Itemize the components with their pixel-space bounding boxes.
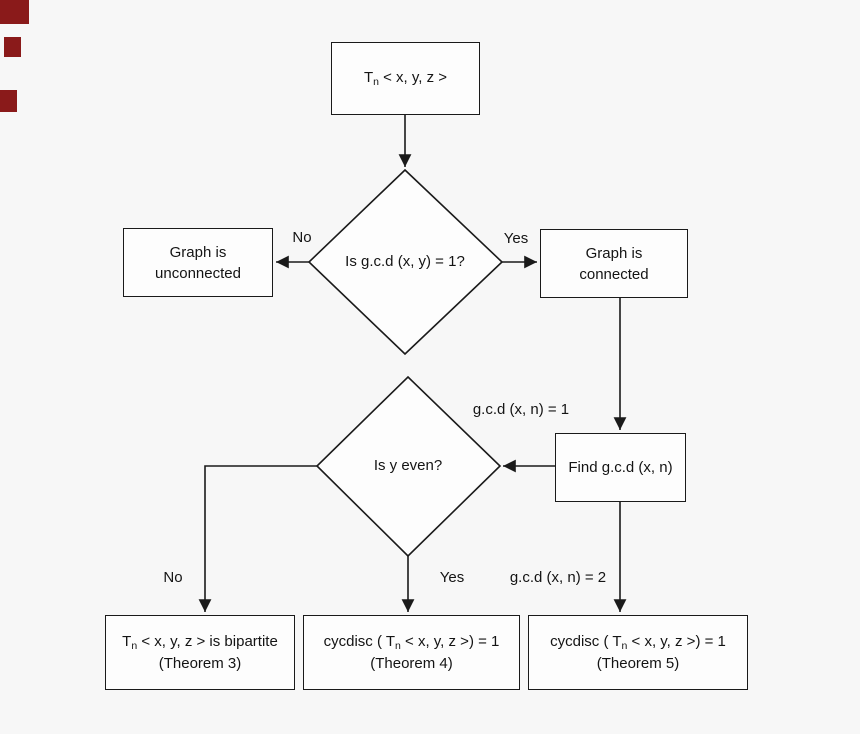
node-theorem4-line2: (Theorem 4) (370, 655, 453, 673)
node-graph-unconnected-line1: Graph is (169, 243, 227, 261)
decision1-label: Is g.c.d (x, y) = 1? (345, 253, 465, 270)
edge-label-gcd-2: g.c.d (x, n) = 2 (509, 569, 607, 586)
red-corner-mark-2 (4, 37, 21, 57)
node-start-label: Tn < x, y, z > (363, 69, 448, 89)
node-theorem4-line1: cycdisc ( Tn < x, y, z >) = 1 (323, 632, 500, 652)
node-graph-unconnected: Graph is unconnected (123, 228, 273, 297)
edge-label-gcd-1: g.c.d (x, n) = 1 (472, 401, 570, 418)
node-bipartite-theorem3: Tn < x, y, z > is bipartite (Theorem 3) (105, 615, 295, 690)
edge-decision2-to-bipartite (198, 465, 317, 612)
node-theorem5-line2: (Theorem 5) (596, 655, 680, 673)
node-start: Tn < x, y, z > (331, 42, 480, 115)
node-find-gcd-label: Find g.c.d (x, n) (568, 459, 673, 476)
subscript-n: n (131, 639, 138, 652)
node-graph-connected-line1: Graph is (585, 244, 643, 262)
subscript-n: n (621, 639, 628, 652)
red-corner-mark-1 (0, 0, 29, 24)
subscript-n: n (395, 639, 401, 652)
node-bipartite-line2: (Theorem 3) (158, 655, 242, 673)
edge-label-yes-1: Yes (503, 230, 529, 247)
edge-label-yes-2: Yes (439, 569, 465, 586)
subscript-n: n (373, 76, 379, 89)
node-find-gcd: Find g.c.d (x, n) (555, 433, 686, 502)
node-graph-connected-line2: connected (579, 265, 649, 283)
node-graph-connected: Graph is connected (540, 229, 688, 298)
decision2-diamond (315, 375, 502, 558)
edge-label-no-2: No (163, 569, 183, 586)
node-bipartite-line1: Tn < x, y, z > is bipartite (122, 632, 278, 652)
node-cycdisc-theorem4: cycdisc ( Tn < x, y, z >) = 1 (Theorem 4… (303, 615, 520, 690)
decision1-diamond (307, 168, 504, 356)
edge-label-no-1: No (292, 229, 312, 246)
red-corner-mark-3 (0, 90, 17, 112)
node-theorem5-line1: cycdisc ( Tn < x, y, z >) = 1 (550, 632, 726, 652)
node-cycdisc-theorem5: cycdisc ( Tn < x, y, z >) = 1 (Theorem 5… (528, 615, 748, 690)
decision2-label: Is y even? (373, 457, 443, 474)
node-graph-unconnected-line2: unconnected (155, 264, 241, 282)
